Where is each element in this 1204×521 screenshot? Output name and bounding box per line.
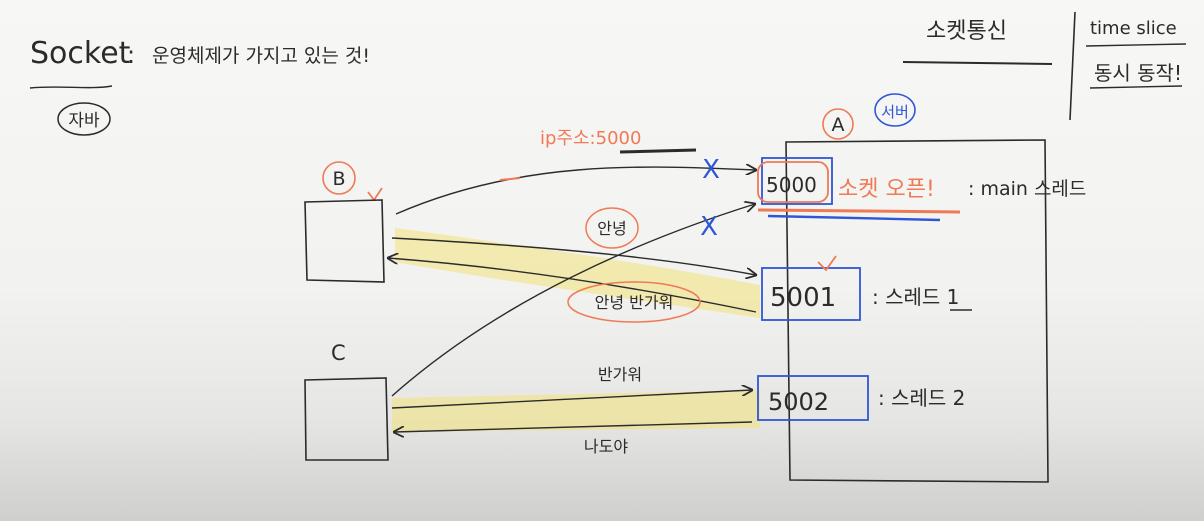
topright-divider xyxy=(1069,11,1076,121)
port-5002: 5002 xyxy=(768,388,829,416)
time-slice-underline xyxy=(1085,43,1187,47)
thread2-label: : 스레드 2 xyxy=(878,386,965,410)
socket-open-label: 소켓 오픈! xyxy=(838,177,935,202)
time-slice-label: time slice xyxy=(1090,18,1177,39)
port-5001: 5001 xyxy=(770,283,836,313)
port-5001-box xyxy=(761,267,861,321)
check-mark-b xyxy=(367,187,383,202)
hello-label: 안녕 xyxy=(597,219,626,238)
arrow-b-to-5001 xyxy=(391,237,756,275)
cross-mark-1: X xyxy=(702,155,720,185)
title-socket: Socket xyxy=(30,36,131,71)
arrow-5002-to-c xyxy=(394,421,753,432)
port-5000: 5000 xyxy=(766,173,817,197)
java-note: 자바 xyxy=(68,111,100,131)
arrow-5001-to-b xyxy=(388,258,757,313)
arrow-c-to-5002 xyxy=(391,390,752,409)
socket-comm-label: 소켓통신 xyxy=(926,19,1007,44)
hello-circle xyxy=(585,207,639,249)
server-tag: 서버 xyxy=(881,103,909,121)
socket-open-underline-blue xyxy=(767,214,941,222)
client-c-box xyxy=(304,377,389,461)
nice-label: 반가워 xyxy=(598,365,642,384)
port-5002-box xyxy=(757,375,869,421)
check-mark-5001 xyxy=(817,255,837,272)
simultaneous-label: 동시 동작! xyxy=(1094,61,1182,85)
main-thread-label: : main 스레드 xyxy=(968,178,1086,200)
client-b-box xyxy=(304,199,385,283)
server-tag-circle xyxy=(874,93,916,127)
me-too-label: 나도야 xyxy=(584,437,628,456)
java-note-circle xyxy=(57,102,111,136)
ip-port-underline xyxy=(619,148,697,154)
ip-red-dash xyxy=(499,177,521,181)
arrow-c-to-5000 xyxy=(391,204,755,397)
title-underline xyxy=(29,85,113,89)
client-b-circle xyxy=(322,161,356,195)
port-5000-red-box xyxy=(757,161,829,203)
socket-open-underline-red xyxy=(757,208,961,214)
ip-port-label: ip주소:5000 xyxy=(540,128,641,149)
client-c-label: C xyxy=(331,341,346,365)
title-description: 운영체제가 가지고 있는 것! xyxy=(152,45,370,67)
server-label-circle xyxy=(822,108,854,140)
socket-comm-underline xyxy=(902,61,1053,65)
title-colon: : xyxy=(127,41,135,69)
cross-mark-2: X xyxy=(700,212,718,242)
client-b-label: B xyxy=(332,168,345,190)
server-box xyxy=(785,139,1049,483)
thread1-label: : 스레드 1 xyxy=(872,285,959,309)
port-5000-blue-box xyxy=(761,157,833,205)
hello-reply-label: 안녕 반가워 xyxy=(595,293,674,312)
simultaneous-underline xyxy=(1089,85,1183,89)
server-label: A xyxy=(832,114,845,136)
highlight-c-band xyxy=(392,390,760,432)
hello-reply-circle xyxy=(567,281,701,323)
arrow-b-to-5000 xyxy=(395,167,756,215)
